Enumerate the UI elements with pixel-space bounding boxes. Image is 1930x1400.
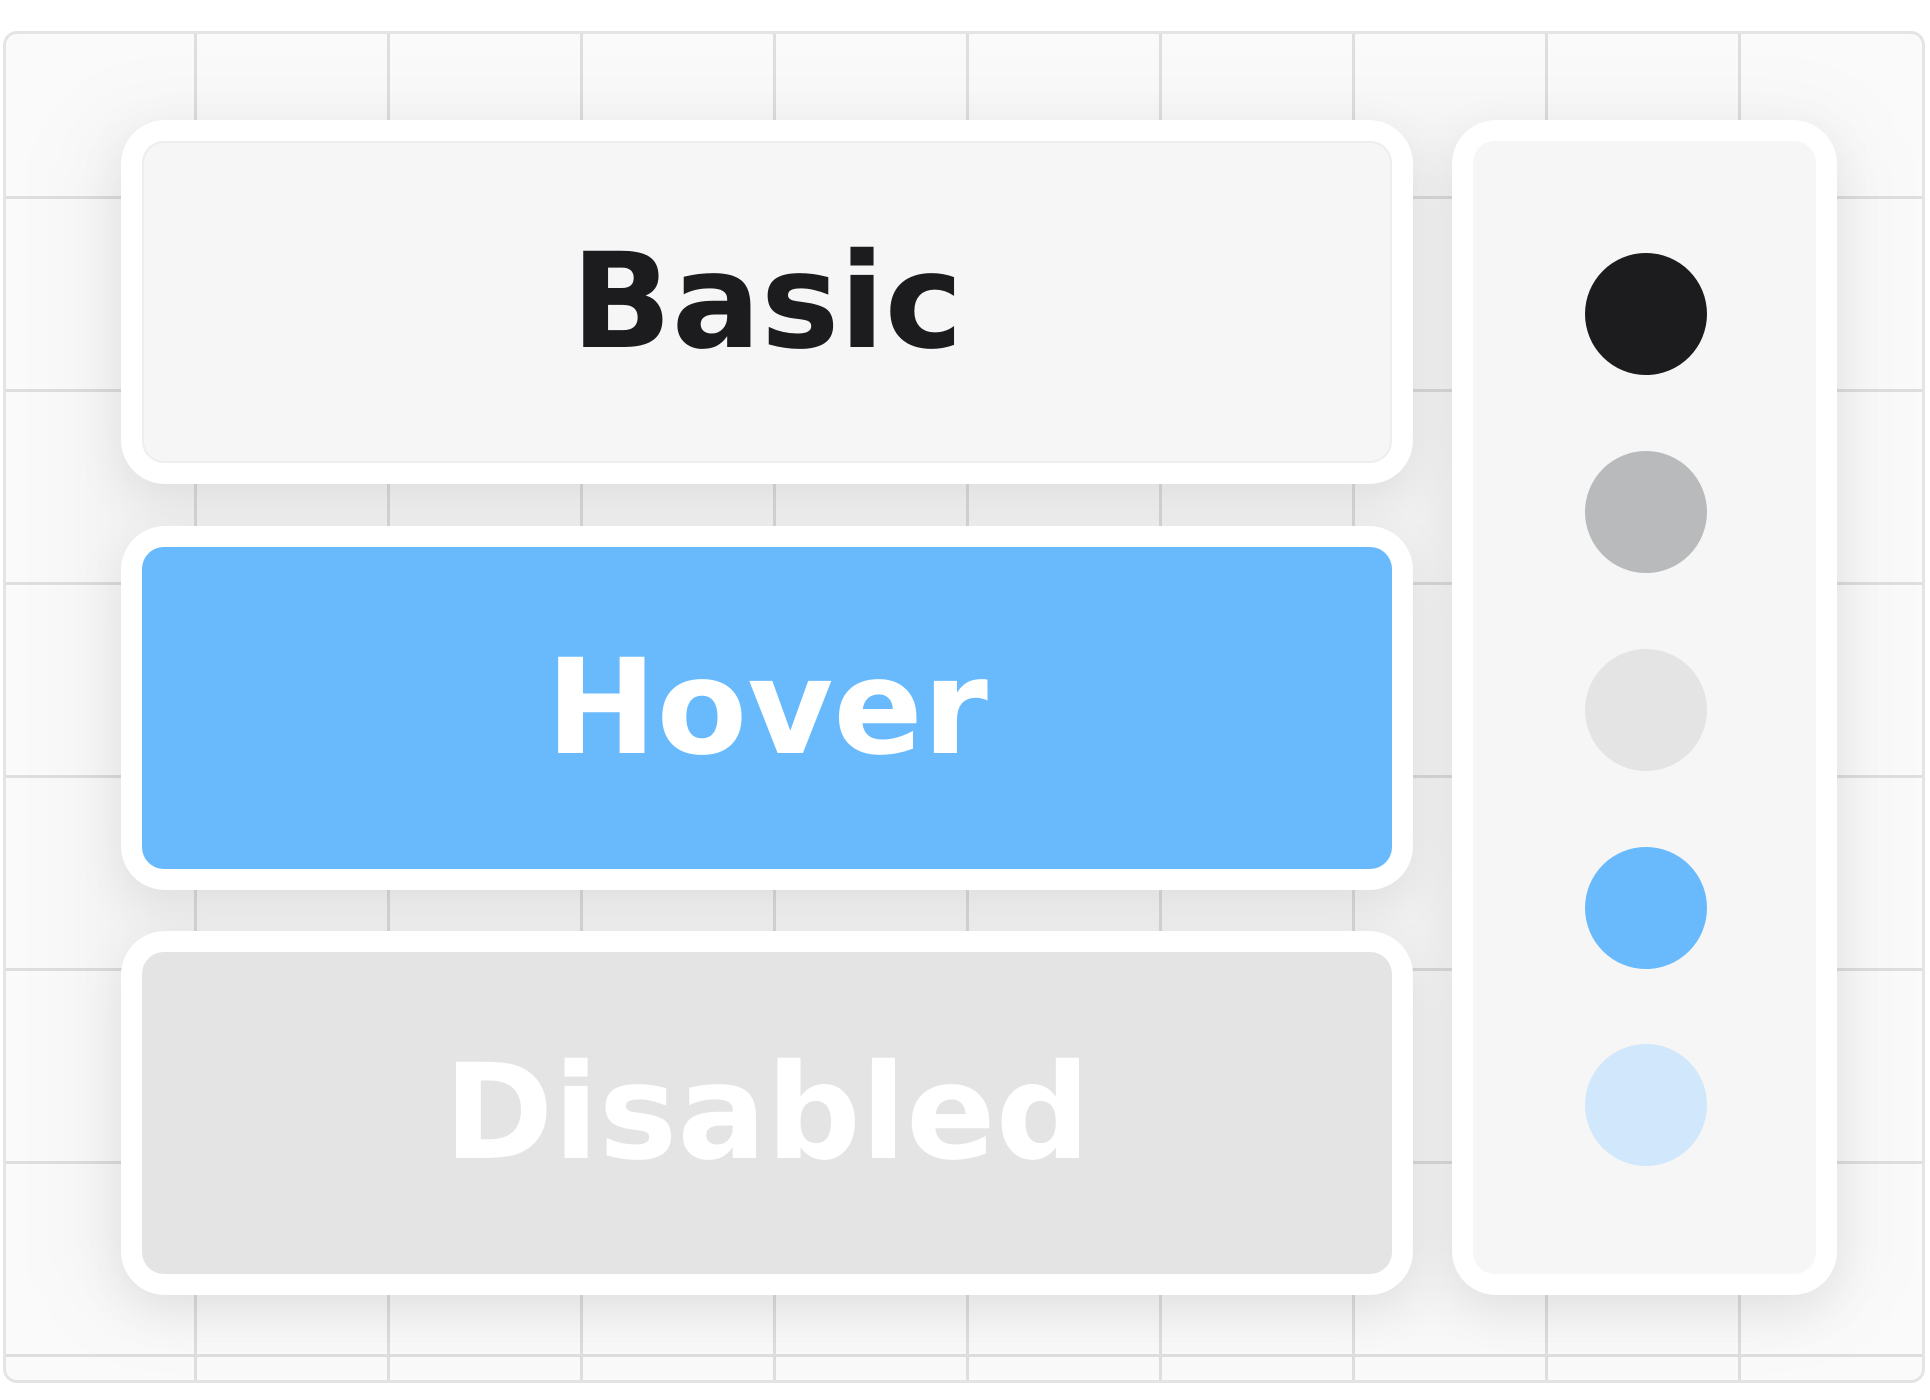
color-palette <box>1473 141 1816 1274</box>
swatch-gray[interactable] <box>1585 451 1707 573</box>
swatch-blue[interactable] <box>1585 847 1707 969</box>
basic-button-frame: Basic <box>121 120 1413 484</box>
basic-button[interactable]: Basic <box>142 141 1392 463</box>
disabled-button-label: Disabled <box>443 1036 1091 1190</box>
color-palette-frame <box>1452 120 1837 1295</box>
swatch-light-blue[interactable] <box>1585 1044 1707 1166</box>
swatch-light-gray[interactable] <box>1585 649 1707 771</box>
disabled-button-frame: Disabled <box>121 931 1413 1295</box>
hover-button-label: Hover <box>546 631 988 785</box>
disabled-button: Disabled <box>142 952 1392 1274</box>
hover-button[interactable]: Hover <box>142 547 1392 869</box>
basic-button-label: Basic <box>571 225 963 379</box>
swatch-black[interactable] <box>1585 253 1707 375</box>
hover-button-frame: Hover <box>121 526 1413 890</box>
